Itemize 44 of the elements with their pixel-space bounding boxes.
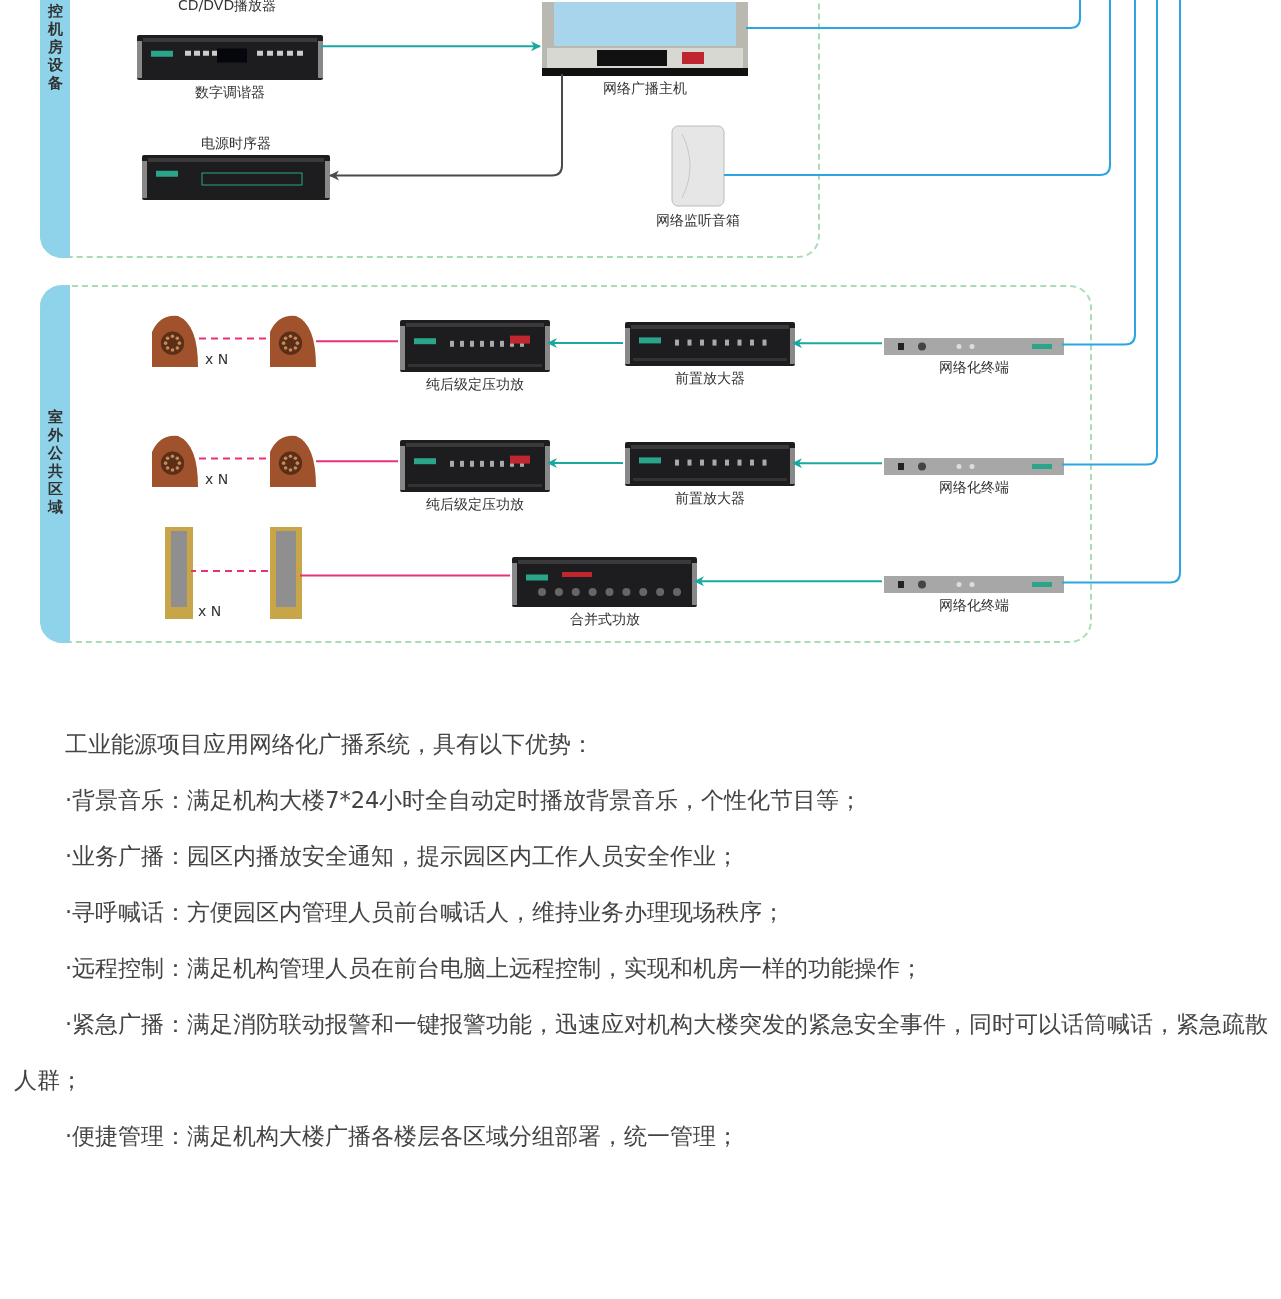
device-label: 数字调谐器 bbox=[195, 83, 265, 101]
paragraph: ·紧急广播：满足消防联动报警和一键报警功能，迅速应对机构大楼突发的紧急安全事件，同时可以话筒喊话，紧急疏散人群； bbox=[14, 1010, 1270, 1095]
zone-title: 室外公共区域 bbox=[46, 408, 64, 516]
cable-line bbox=[1061, 0, 1181, 584]
zone-panel bbox=[40, 0, 820, 258]
arrow bbox=[547, 338, 624, 348]
arrow bbox=[694, 576, 883, 587]
device-label: 电源时序器 bbox=[201, 134, 271, 152]
device-label: 前置放大器 bbox=[675, 489, 745, 507]
cable-line bbox=[315, 460, 399, 463]
arrow bbox=[547, 458, 624, 468]
quantity-label: x N bbox=[205, 471, 229, 487]
device-label: 网络化终端 bbox=[939, 478, 1009, 496]
cable-line bbox=[745, 0, 1081, 29]
zone-title: 控机房设备 bbox=[46, 2, 64, 92]
device-label: 纯后级定压功放 bbox=[426, 495, 524, 513]
zone-panel bbox=[40, 285, 1092, 643]
device-label: 纯后级定压功放 bbox=[426, 375, 524, 393]
device-label: 网络化终端 bbox=[939, 596, 1009, 614]
paragraph: ·寻呼喊话：方便园区内管理人员前台喊话人，维持业务办理现场秩序； bbox=[64, 898, 787, 927]
cable-line bbox=[1061, 0, 1158, 466]
quantity-label: x N bbox=[205, 351, 229, 367]
cable-line bbox=[315, 340, 399, 343]
paragraph: 工业能源项目应用网络化广播系统，具有以下优势： bbox=[64, 730, 595, 759]
cable-line bbox=[299, 574, 511, 577]
cable-line bbox=[190, 570, 269, 572]
quantity-label: x N bbox=[198, 603, 222, 619]
paragraph: ·业务广播：园区内播放安全通知，提示园区内工作人员安全作业； bbox=[64, 842, 741, 871]
arrow bbox=[792, 458, 883, 469]
cable-line bbox=[1061, 0, 1136, 346]
paragraph: ·背景音乐：满足机构大楼7*24小时全自动定时播放背景音乐，个性化节目等； bbox=[64, 786, 864, 815]
paragraph: ·便捷管理：满足机构大楼广播各楼层各区域分组部署，统一管理； bbox=[64, 1122, 741, 1151]
paragraph: ·远程控制：满足机构管理人员在前台电脑上远程控制，实现和机房一样的功能操作； bbox=[64, 954, 925, 983]
device-label: 网络广播主机 bbox=[603, 79, 687, 97]
cable-line bbox=[197, 337, 267, 340]
arrow bbox=[320, 41, 541, 52]
arrow bbox=[792, 338, 883, 349]
cable-line bbox=[197, 457, 267, 460]
device-label: 合并式功放 bbox=[569, 610, 640, 628]
device-label: 网络化终端 bbox=[939, 358, 1009, 376]
arrow bbox=[329, 73, 563, 181]
device-label: 网络监听音箱 bbox=[656, 211, 740, 229]
cable-line bbox=[723, 0, 1111, 176]
device-label: 前置放大器 bbox=[675, 369, 745, 387]
